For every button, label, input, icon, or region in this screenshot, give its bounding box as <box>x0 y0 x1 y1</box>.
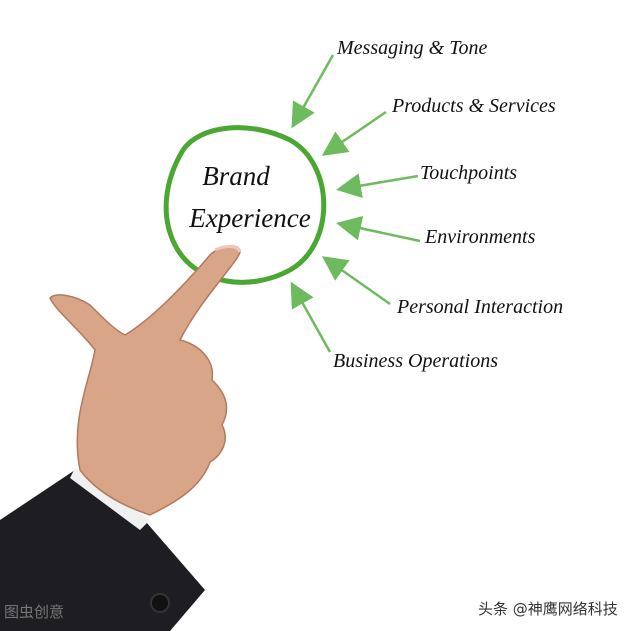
label-messaging-tone: Messaging & Tone <box>337 37 488 59</box>
label-products-services: Products & Services <box>392 95 556 117</box>
brand-circle <box>163 125 327 285</box>
center-title-line1: Brand <box>202 161 270 191</box>
arrow-personal <box>321 256 391 306</box>
label-touchpoints: Touchpoints <box>420 162 518 184</box>
watermark-right: 头条 @神鹰网络科技 <box>478 600 618 618</box>
watermark-left: 图虫创意 <box>4 603 65 621</box>
suit-sleeve <box>0 470 205 631</box>
center-title-line2: Experience <box>189 203 311 233</box>
label-environments: Environments <box>425 226 536 248</box>
sleeve-button <box>150 593 170 613</box>
arrow-environments <box>336 215 421 243</box>
arrow-business <box>290 281 332 353</box>
label-personal-interaction: Personal Interaction <box>397 296 564 318</box>
shirt-cuff <box>70 468 150 530</box>
label-business-operations: Business Operations <box>333 350 498 372</box>
arrow-touchpoints <box>336 173 419 198</box>
arrow-messaging <box>291 54 335 129</box>
arrow-products <box>321 110 387 156</box>
